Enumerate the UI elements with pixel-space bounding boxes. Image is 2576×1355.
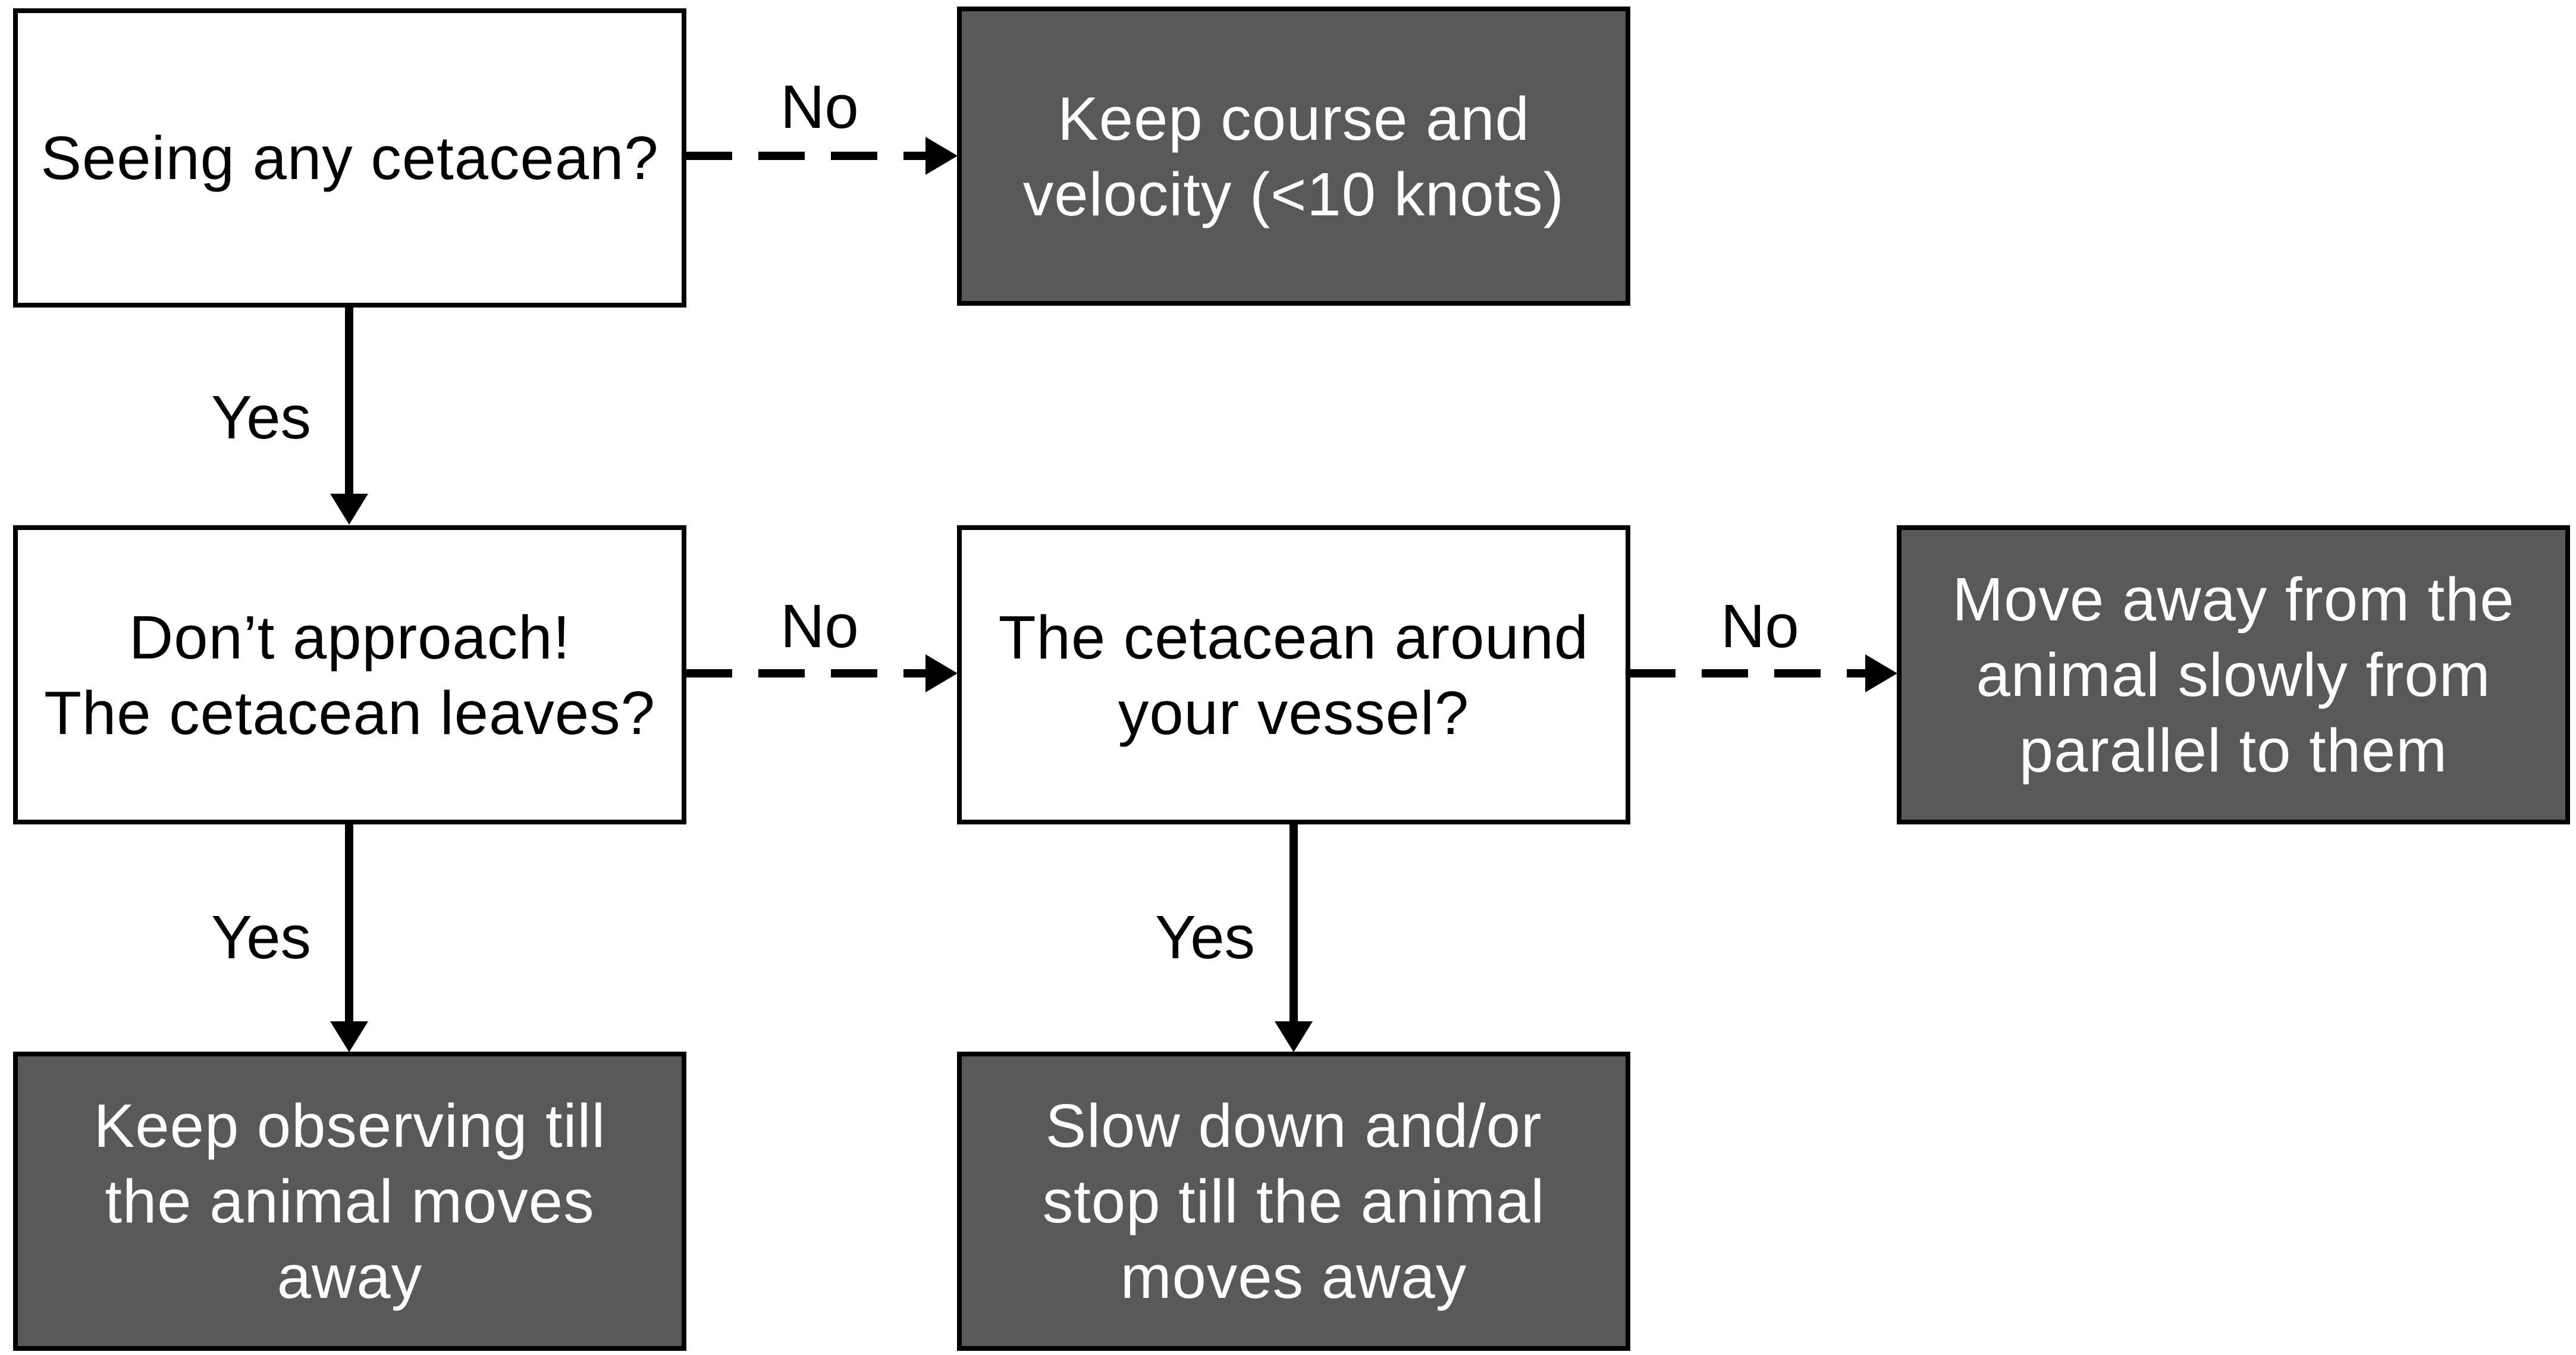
node-text-line: moves away bbox=[1120, 1243, 1467, 1311]
node-text-line: Keep observing till bbox=[93, 1091, 606, 1160]
arrowhead-icon bbox=[1865, 654, 1897, 692]
node-text-line: your vessel? bbox=[1118, 678, 1470, 747]
node-text-line: Seeing any cetacean? bbox=[40, 124, 659, 192]
node-text-line: Slow down and/or bbox=[1045, 1091, 1542, 1160]
edge-label-yes: Yes bbox=[211, 903, 312, 971]
edge-seeing-to-keep-course bbox=[686, 137, 958, 175]
edge-dont-approach-to-keep-observing bbox=[330, 823, 368, 1052]
action-move-away: Move away from the animal slowly from pa… bbox=[1897, 525, 2570, 824]
node-text-line: away bbox=[277, 1243, 423, 1311]
edge-label-yes: Yes bbox=[211, 383, 312, 451]
edge-label-no: No bbox=[780, 592, 859, 660]
edge-label-no: No bbox=[780, 73, 859, 141]
node-text-line: Move away from the bbox=[1952, 565, 2515, 633]
node-text-line: animal slowly from bbox=[1976, 641, 2491, 709]
node-text-line: Don’t approach! bbox=[128, 603, 571, 672]
arrowhead-icon bbox=[330, 494, 368, 525]
node-text-line: Keep course and bbox=[1058, 84, 1530, 153]
action-keep-observing: Keep observing till the animal moves awa… bbox=[13, 1052, 686, 1351]
edge-around-vessel-to-slow-down bbox=[1275, 823, 1313, 1052]
edge-label-yes: Yes bbox=[1155, 903, 1256, 971]
action-keep-course: Keep course and velocity (<10 knots) bbox=[957, 7, 1630, 306]
node-text-line: velocity (<10 knots) bbox=[1022, 159, 1565, 228]
arrowhead-icon bbox=[925, 137, 958, 175]
edge-dont-approach-to-around-vessel bbox=[686, 654, 958, 692]
edge-around-vessel-to-move-away bbox=[1629, 654, 1897, 692]
arrowhead-icon bbox=[925, 654, 958, 692]
arrowhead-icon bbox=[330, 1021, 368, 1052]
arrowhead-icon bbox=[1275, 1021, 1313, 1052]
node-text-line: parallel to them bbox=[2019, 716, 2448, 785]
node-text-line: stop till the animal bbox=[1042, 1167, 1545, 1235]
action-slow-down: Slow down and/or stop till the animal mo… bbox=[957, 1052, 1630, 1351]
node-text-line: the animal moves bbox=[105, 1167, 595, 1235]
decision-seeing-cetacean: Seeing any cetacean? bbox=[13, 8, 686, 308]
edge-seeing-to-dont-approach bbox=[330, 306, 368, 525]
decision-around-vessel: The cetacean around your vessel? bbox=[957, 525, 1630, 824]
node-text-line: The cetacean leaves? bbox=[44, 678, 655, 747]
node-text-line: The cetacean around bbox=[998, 603, 1589, 672]
decision-dont-approach: Don’t approach! The cetacean leaves? bbox=[13, 525, 686, 824]
edge-label-no: No bbox=[1721, 592, 1799, 660]
